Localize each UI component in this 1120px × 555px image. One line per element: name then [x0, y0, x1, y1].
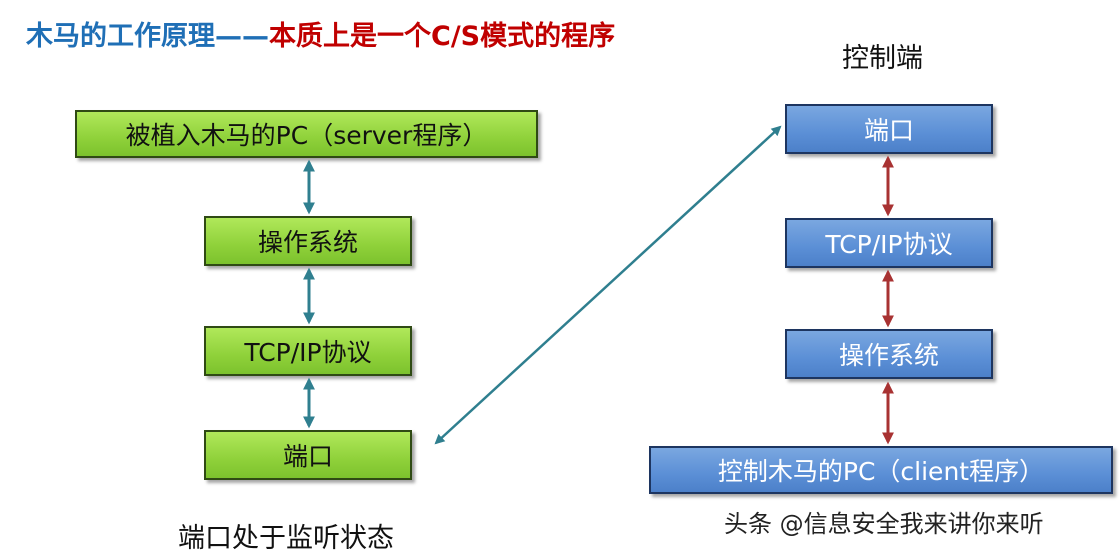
- watermark-text: 头条 @信息安全我来讲你来听: [724, 510, 1044, 538]
- slide-title: 木马的工作原理——本质上是一个C/S模式的程序: [26, 14, 615, 53]
- left-box-os: 操作系统: [204, 216, 412, 266]
- left-box-port: 端口: [204, 430, 412, 480]
- right-box-port-label: 端口: [863, 116, 914, 145]
- right-header-label: 控制端: [842, 43, 923, 74]
- arrow-port-to-port: [434, 125, 782, 445]
- right-box-client-pc-label: 控制木马的PC（client程序）: [717, 457, 1045, 486]
- left-box-os-label: 操作系统: [257, 228, 358, 257]
- right-box-port: 端口: [785, 104, 993, 154]
- right-box-client-pc: 控制木马的PC（client程序）: [649, 446, 1113, 494]
- right-box-tcpip: TCP/IP协议: [785, 218, 993, 268]
- title-part-2: 本质上是一个C/S模式的程序: [269, 21, 616, 52]
- left-box-tcpip: TCP/IP协议: [204, 326, 412, 376]
- right-box-tcpip-label: TCP/IP协议: [825, 230, 953, 259]
- title-part-1: 木马的工作原理——: [26, 21, 269, 52]
- left-box-server-pc-label: 被植入木马的PC（server程序）: [125, 121, 488, 150]
- right-box-os-label: 操作系统: [838, 341, 939, 370]
- left-caption: 端口处于监听状态: [178, 523, 394, 554]
- left-box-tcpip-label: TCP/IP协议: [244, 338, 372, 367]
- left-box-port-label: 端口: [282, 442, 333, 471]
- right-box-os: 操作系统: [785, 329, 993, 379]
